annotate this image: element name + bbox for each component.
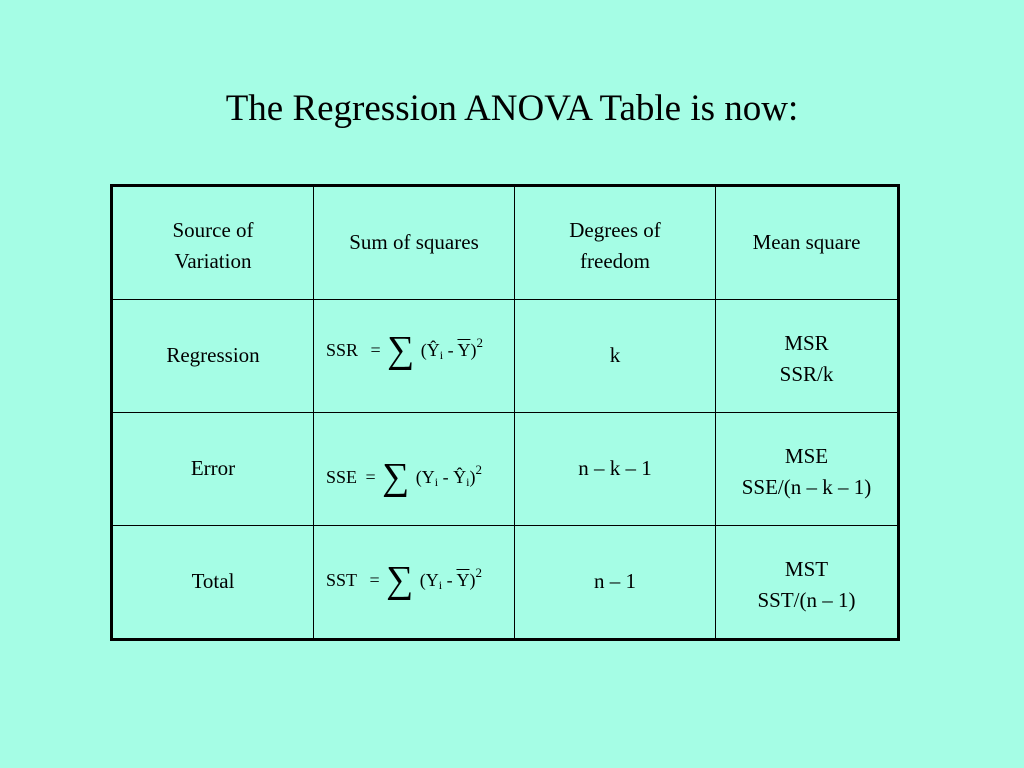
df-cell: n – k – 1 — [514, 412, 716, 526]
header-sum-of-squares: Sum of squares — [313, 185, 515, 300]
summation-icon: ∑ — [382, 456, 410, 498]
summation-icon: ∑ — [387, 329, 415, 371]
slide-title: The Regression ANOVA Table is now: — [225, 88, 799, 129]
header-df-line2: freedom — [580, 249, 650, 273]
sst-formula: SST = ∑ (Yi - Y)2 — [326, 559, 482, 601]
header-mean-square: Mean square — [715, 185, 899, 300]
ms-name: MST — [784, 557, 829, 581]
ms-cell: MSE SSE/(n – k – 1) — [715, 412, 899, 526]
source-cell: Total — [111, 525, 314, 640]
table-row-total: Total SST = ∑ (Yi - Y)2 n – 1 MST SST/(n… — [111, 525, 899, 640]
ss-formula-cell: SST = ∑ (Yi - Y)2 — [313, 525, 515, 640]
ms-cell: MSR SSR/k — [715, 299, 899, 413]
source-cell: Error — [111, 412, 314, 526]
sse-formula: SSE = ∑ (Yi - Ŷi)2 — [326, 456, 482, 498]
header-source-line2: Variation — [174, 249, 252, 273]
table-header-row: Source of Variation Sum of squares Degre… — [111, 185, 899, 300]
header-df-line1: Degrees of — [569, 218, 661, 242]
summation-icon: ∑ — [386, 559, 414, 601]
header-degrees-of-freedom: Degrees of freedom — [514, 185, 716, 300]
ms-name: MSE — [784, 444, 829, 468]
ms-formula: SST/(n – 1) — [757, 588, 856, 612]
table-row-regression: Regression SSR = ∑ (Ŷi - Y)2 k MSR SSR/k — [111, 299, 899, 413]
ms-formula: SSE/(n – k – 1) — [741, 475, 872, 499]
df-cell: n – 1 — [514, 525, 716, 640]
ss-formula-cell: SSR = ∑ (Ŷi - Y)2 — [313, 299, 515, 413]
anova-table: Source of Variation Sum of squares Degre… — [110, 184, 900, 641]
ssr-formula: SSR = ∑ (Ŷi - Y)2 — [326, 329, 483, 371]
header-source-line1: Source of — [172, 218, 254, 242]
ss-formula-cell: SSE = ∑ (Yi - Ŷi)2 — [313, 412, 515, 526]
ms-formula: SSR/k — [779, 362, 834, 386]
df-cell: k — [514, 299, 716, 413]
ms-name: MSR — [784, 331, 829, 355]
header-source-of-variation: Source of Variation — [111, 185, 314, 300]
source-cell: Regression — [111, 299, 314, 413]
ms-cell: MST SST/(n – 1) — [715, 525, 899, 640]
table-row-error: Error SSE = ∑ (Yi - Ŷi)2 n – k – 1 MSE S… — [111, 412, 899, 526]
